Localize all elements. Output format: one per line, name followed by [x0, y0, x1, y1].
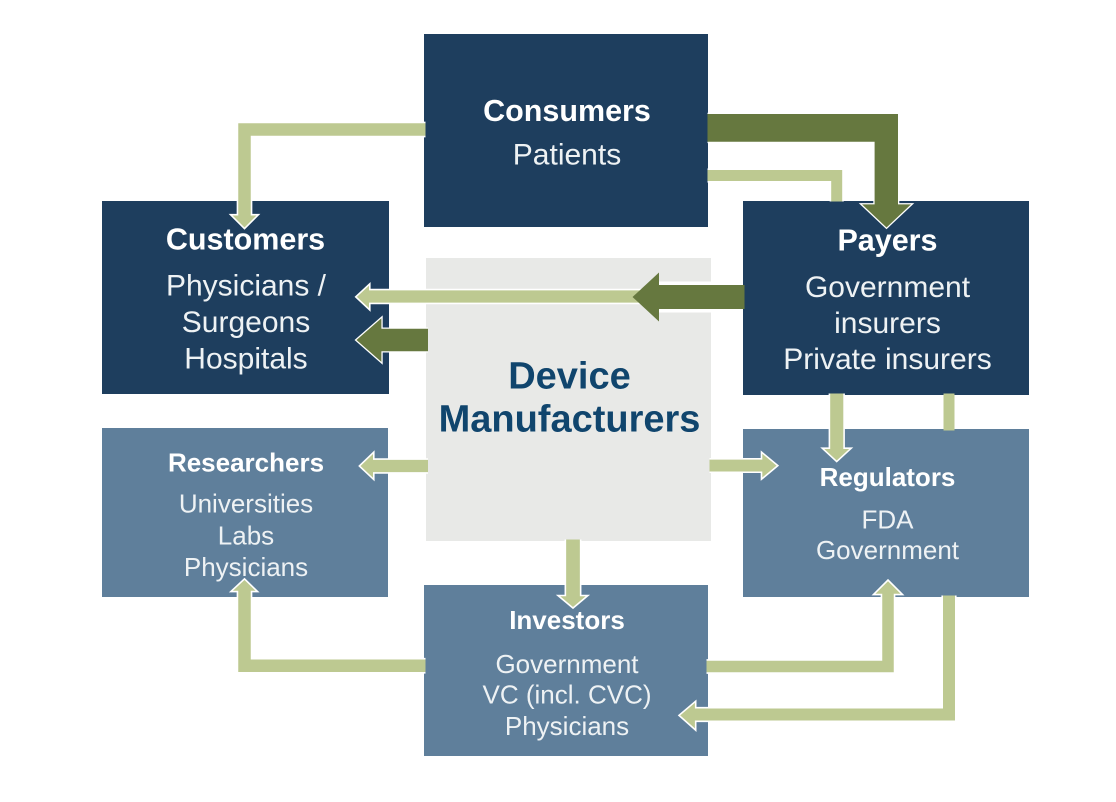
svg-text:Researchers: Researchers	[168, 448, 324, 478]
svg-text:Investors: Investors	[509, 605, 625, 635]
svg-text:Physicians /: Physicians /	[166, 270, 327, 303]
svg-text:insurers: insurers	[834, 307, 941, 340]
svg-text:Customers: Customers	[166, 223, 325, 257]
svg-text:Private insurers: Private insurers	[783, 343, 991, 376]
svg-text:Payers: Payers	[837, 224, 937, 258]
svg-text:Government: Government	[805, 271, 971, 304]
svg-text:Government: Government	[495, 649, 639, 679]
svg-text:Patients: Patients	[513, 139, 621, 172]
svg-text:VC (incl. CVC): VC (incl. CVC)	[482, 680, 651, 710]
svg-text:Physicians: Physicians	[505, 711, 629, 741]
svg-text:Physicians: Physicians	[184, 552, 308, 582]
svg-text:Labs: Labs	[218, 521, 274, 551]
svg-text:FDA: FDA	[862, 505, 915, 535]
svg-text:Regulators: Regulators	[820, 462, 956, 492]
svg-text:Government: Government	[816, 535, 960, 565]
svg-text:Consumers: Consumers	[483, 94, 651, 128]
svg-text:Universities: Universities	[179, 489, 313, 519]
svg-text:Manufacturers: Manufacturers	[439, 399, 701, 441]
svg-text:Surgeons: Surgeons	[182, 306, 310, 339]
svg-text:Device: Device	[508, 356, 631, 398]
svg-text:Hospitals: Hospitals	[184, 343, 307, 376]
